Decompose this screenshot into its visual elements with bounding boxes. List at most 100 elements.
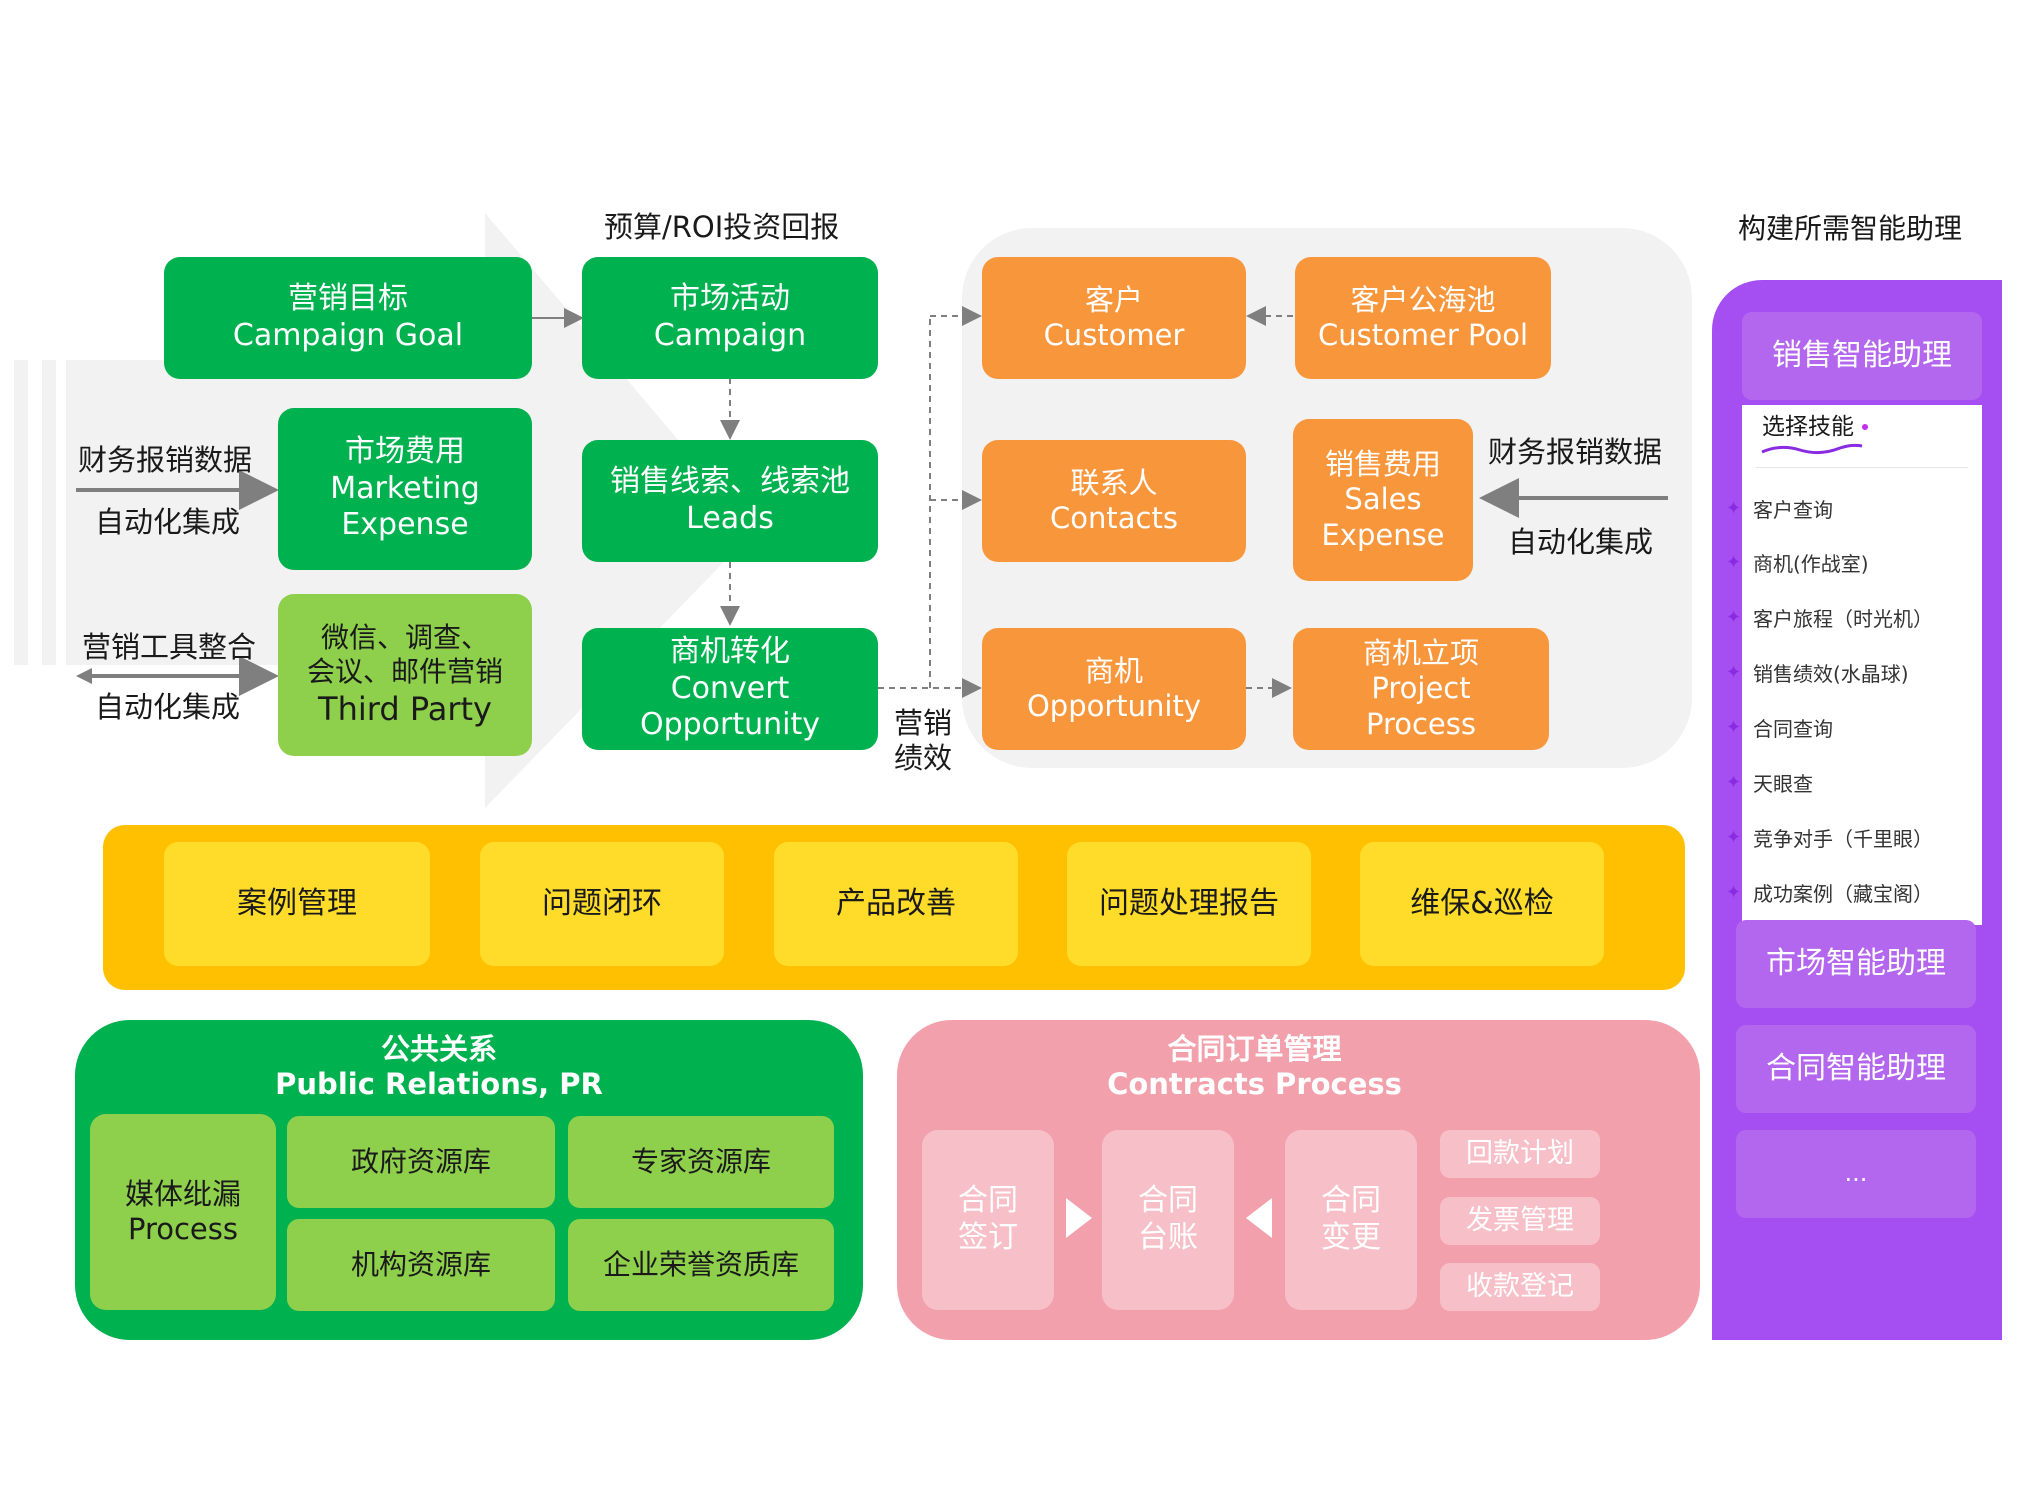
contract-sign-box: 合同 签订 [922,1130,1054,1310]
sales-assistant-button[interactable]: 销售智能助理 [1742,312,1982,400]
contract-payment-receipt: 收款登记 [1440,1263,1600,1311]
service-item-product-improvement: 产品改善 [774,842,1018,966]
leads-en: Leads [686,501,774,536]
pr-media-box: 媒体纰漏 Process [90,1114,276,1310]
marketing-expense-en1: Marketing [330,470,480,506]
contacts-box: 联系人 Contacts [982,440,1246,562]
leads-box: 销售线索、线索池 Leads [582,440,878,562]
opportunity-convert-cn: 商机转化 [670,634,790,670]
leads-cn: 销售线索、线索池 [610,464,850,500]
campaign-goal-cn: 营销目标 [288,281,408,317]
sparkle-icon: ✦ [1726,552,1742,573]
pr-media-cn: 媒体纰漏 [124,1176,241,1211]
assistant-panel-corner [1712,1200,2002,1340]
service-item-issue-loop: 问题闭环 [480,842,724,966]
skill-card-divider [1756,467,1968,468]
pr-title-en: Public Relations, PR [275,1066,603,1101]
skill-sales-performance[interactable]: 销售绩效(水晶球) [1753,662,1909,686]
skill-competitors[interactable]: 竞争对手（千里眼） [1753,827,1933,851]
auto-integration-label-right: 自动化集成 [1508,525,1654,559]
contract-assistant-button[interactable]: 合同智能助理 [1736,1025,1976,1113]
contract-sign-line2: 签订 [958,1220,1018,1255]
contracts-title-cn: 合同订单管理 [1167,1032,1342,1066]
contacts-en: Contacts [1050,501,1178,535]
customer-pool-en: Customer Pool [1317,318,1529,352]
skill-tianyancha[interactable]: 天眼查 [1753,772,1813,796]
underline-squiggle-icon [1761,443,1863,455]
service-item-issue-report: 问题处理报告 [1067,842,1311,966]
campaign-box: 市场活动 Campaign [582,257,878,379]
more-assistants-button[interactable]: ... [1736,1130,1976,1218]
finance-data-label-right: 财务报销数据 [1488,435,1663,469]
third-party-line2: 会议、邮件营销 [306,655,503,689]
pr-title-cn: 公共关系 [380,1032,497,1066]
opportunity-en: Opportunity [1026,689,1202,723]
sales-performance-line2: 绩效 [894,740,953,775]
assistant-heading: 构建所需智能助理 [1738,212,1963,245]
campaign-en: Campaign [653,318,807,353]
opportunity-convert-box: 商机转化 Convert Opportunity [582,628,878,750]
sales-expense-en1: Sales [1344,482,1422,517]
pr-item-government: 政府资源库 [287,1116,555,1208]
select-skill-dot [1862,424,1868,430]
customer-en: Customer [1043,318,1185,352]
sales-performance-line1: 营销 [894,706,953,740]
project-process-box: 商机立项 Project Process [1293,628,1549,750]
service-item-case-management: 案例管理 [164,842,430,966]
customer-pool-cn: 客户公海池 [1350,282,1496,317]
third-party-en: Third Party [318,689,492,728]
sparkle-icon: ✦ [1726,772,1742,793]
contract-change-line1: 合同 [1321,1183,1381,1219]
skill-opportunity-war-room[interactable]: 商机(作战室) [1753,552,1869,576]
skill-contract-query[interactable]: 合同查询 [1753,717,1833,741]
tool-integration-label: 营销工具整合 [82,630,257,664]
marketing-expense-en2: Expense [341,507,469,543]
sales-expense-box: 销售费用 Sales Expense [1293,419,1473,581]
marketing-expense-box: 市场费用 Marketing Expense [278,408,532,570]
campaign-goal-box: 营销目标 Campaign Goal [164,257,532,379]
sparkle-icon: ✦ [1726,882,1742,903]
pr-item-institutions: 机构资源库 [287,1219,555,1311]
skill-success-cases[interactable]: 成功案例（藏宝阁） [1753,882,1933,906]
contract-change-box: 合同 变更 [1285,1130,1417,1310]
contract-payment-plan: 回款计划 [1440,1130,1600,1178]
pr-title: 公共关系 Public Relations, PR [75,1032,803,1102]
pr-item-experts: 专家资源库 [568,1116,834,1208]
marketing-expense-cn: 市场费用 [345,434,465,470]
campaign-goal-en: Campaign Goal [232,318,464,353]
pr-media-en: Process [127,1212,238,1246]
customer-box: 客户 Customer [982,257,1246,379]
third-party-line1: 微信、调查、 [320,621,489,655]
skill-customer-query[interactable]: 客户查询 [1753,498,1833,522]
contracts-title-en: Contracts Process [1107,1066,1402,1101]
sparkle-icon: ✦ [1726,827,1742,848]
campaign-cn: 市场活动 [670,281,790,317]
contacts-cn: 联系人 [1070,465,1158,500]
contract-ledger-line2: 台账 [1138,1220,1198,1255]
skill-card [1742,405,1982,925]
opportunity-cn: 商机 [1084,653,1143,688]
sparkle-icon: ✦ [1726,498,1742,519]
opportunity-convert-en1: Convert [670,670,790,706]
triangle-left-icon [1246,1198,1272,1238]
project-en1: Project [1371,671,1471,706]
contract-change-line2: 变更 [1321,1220,1381,1255]
triangle-right-icon [1066,1198,1092,1238]
pr-item-honors: 企业荣誉资质库 [568,1219,834,1311]
skill-customer-journey[interactable]: 客户旅程（时光机） [1753,607,1933,631]
contract-sign-line1: 合同 [958,1183,1018,1219]
opportunity-box: 商机 Opportunity [982,628,1246,750]
sparkle-icon: ✦ [1726,717,1742,738]
auto-integration-label-2: 自动化集成 [95,690,241,724]
market-assistant-button[interactable]: 市场智能助理 [1736,920,1976,1008]
contract-ledger-line1: 合同 [1138,1183,1198,1219]
sales-expense-en2: Expense [1321,517,1445,552]
customer-cn: 客户 [1084,282,1143,317]
select-skill-label: 选择技能 [1762,414,1854,440]
sparkle-icon: ✦ [1726,607,1742,628]
customer-pool-box: 客户公海池 Customer Pool [1295,257,1551,379]
sparkle-icon: ✦ [1726,662,1742,683]
contract-invoice-management: 发票管理 [1440,1197,1600,1245]
service-item-maintenance: 维保&巡检 [1360,842,1604,966]
